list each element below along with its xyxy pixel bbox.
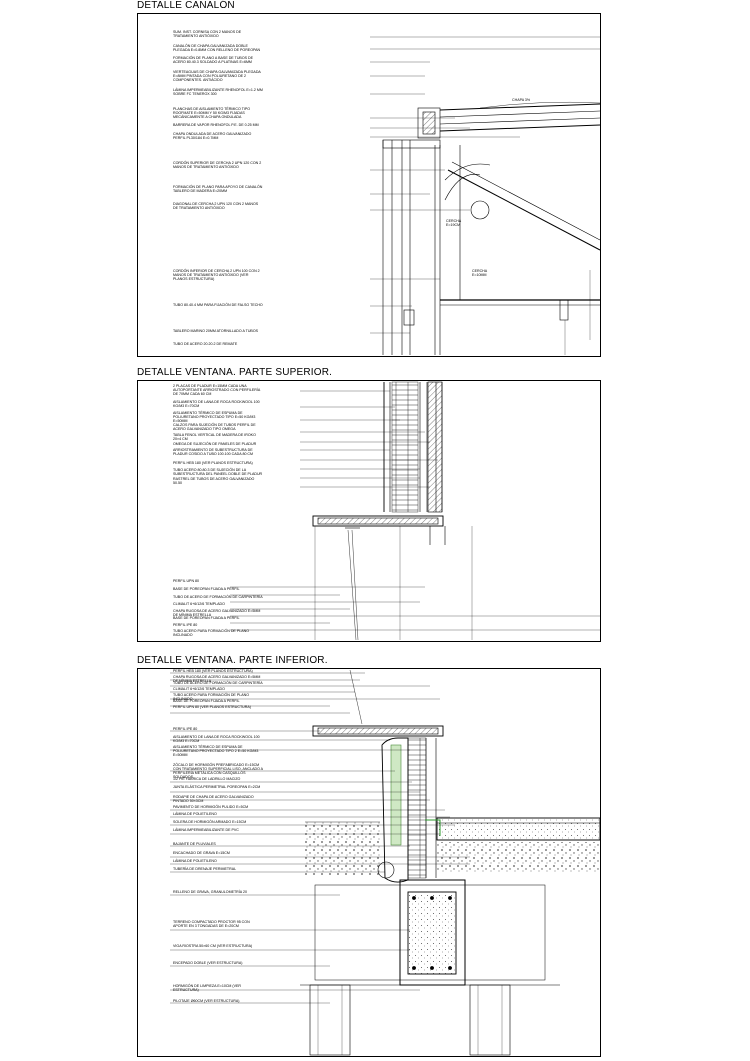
annotation-label: Omega de sujeción de paneles de pladur [173,442,257,446]
annotation-label: Tubo acero para formación de plano incli… [173,629,250,637]
annotation-label: Chapa rugosa de acero galvanizado e=5mm … [173,609,261,617]
annotation-label: Perfil UPN 80 [173,579,200,583]
annotation-label: 1/2 pie fabrica de ladrillo macizo [173,777,241,781]
annotation-label: Barrera de vapor rhenofol p.e. de 0.25 m… [173,123,259,127]
annotation-label: Perfil IPE 80 [173,727,198,731]
canalon-drawing [370,36,601,355]
annotation-label: 2 placas de pladur e=15mm cada una autop… [173,384,261,396]
ventana-superior-drawing [230,381,600,641]
annotation-label: Tubería de drenaje perimetral [173,867,237,871]
annotation-label: Solera de hormigón armado e=15cm [173,820,247,824]
annotation-label: Terreno compactado proctor 95 con aporte… [173,920,250,928]
note-chapa-slope: CHAPA 3% [512,98,531,102]
annotation-label: Perfil IPE 80 [173,623,198,627]
annotation-label: Tubo de acero de formación de carpinterí… [173,681,263,685]
annotation-label: Tablero marino 20mm atornillado a tubos [173,329,259,333]
section-title-ventana-inferior: DETALLE VENTANA. PARTE INFERIOR. [137,655,328,666]
annotation-label: Chapa ondulada de acero galvanizado perf… [173,132,252,140]
annotation-label: Pavimento de hormigón pulido e=5cm [173,805,249,809]
annotation-label: Lámina de polietileno [173,812,217,816]
annotation-label: Cordón inferior de cercha 2 UPN 100 con … [173,269,260,281]
annotation-label: Viga riostra 50×60 cm (ver estructura) [173,944,253,948]
section-title-canalon: DETALLE CANALÓN [137,0,235,11]
annotation-label: Canalón de chapa galvanizada doble plega… [173,44,261,52]
annotation-label: Tubo 80.40.4 mm para fijación de falso t… [173,303,263,307]
annotation-label: Formación de plano para apoyo de canalón… [173,185,263,193]
annotation-label: Encachado de grava e=15cm [173,851,230,855]
annotation-label: Junta elástica perimetral poreopan e=2cm [173,785,261,789]
annotation-label: Diagonal de cercha 2 UPN 120 con 2 manos… [173,202,259,210]
annotation-label: Arriostramiento de subestructura de plad… [173,448,254,456]
annotation-label: Aislamiento de lana de roca rockwool 100… [173,735,260,743]
annotation-label: Chapa rugosa de acero galvanizado e=5mm … [173,675,261,683]
note-cercha-2: CERCHA e=10mm [472,269,487,277]
annotation-label: Tubo acero 80.80.3 de sujeción de la sub… [173,468,263,476]
annotation-label: Cordón superior de cercha 2 UPN 120 con … [173,161,262,169]
annotation-label: Vierteaguas de chapa galvanizada plegada… [173,70,261,82]
annotation-label: Tubo de acero 20.20.2 de remate [173,342,238,346]
annotation-label: Base de poreopan fijada a perfil [173,587,240,591]
annotation-label: Climalit 6+6/12/6 templado [173,602,225,606]
annotation-label: Aislamiento de lana de roca rockwool 100… [173,400,260,408]
annotation-label: Lámina impermeabilizante de PVC [173,828,239,832]
detail-frame-ventana-inferior [137,668,601,1057]
annotation-label: Lámina impermeabilizante rhenofol e=1.2 … [173,88,263,96]
annotation-label: Pilotaje Ø60cm (ver estructura) [173,999,240,1003]
section-title-ventana-superior: DETALLE VENTANA. PARTE SUPERIOR. [137,367,333,378]
annotation-label: Calzos para sujeción de tubos perfil de … [173,423,256,431]
annotation-label: Base de poreopan fijada a perfil [173,699,240,703]
detail-frame-canalon [137,13,601,357]
annotation-label: Bajante de pluviales [173,842,216,846]
annotation-label: Zócalo de hormigón prefabricado e=15cm c… [173,763,263,779]
annotation-label: Rastrel de tubos de acero galvanizado 50… [173,477,255,485]
annotation-label: Perfil HEB 180 (ver planos estructura) [173,669,253,673]
annotation-label: Sum. inst. cornisa con 2 manos de tratam… [173,30,242,38]
annotation-label: Base de poreopan fijada a perfil [173,616,240,620]
note-cercha-1: CERCHA e=19cm [446,219,461,227]
annotation-label: Tabla fenol vertical de madera de iroko … [173,433,256,441]
annotation-label: Lámina de polietileno [173,859,217,863]
annotation-label: Planchas de aislamiento térmico tipo roo… [173,107,251,119]
annotation-label: Perfil UPN 80 (ver planos estructura) [173,705,251,709]
annotation-label: Climalit 6+6/12/6 templado [173,687,225,691]
annotation-label: Perfil HEB 180 (ver planos estructura) [173,461,253,465]
annotation-label: Encepado doble (ver estructura) [173,961,243,965]
ventana-inferior-drawing [170,669,601,1056]
detail-frame-ventana-superior [137,380,601,642]
annotation-label: Aislamiento térmico de espuma de poliure… [173,745,259,757]
annotation-label: Aislamiento térmico de espuma de poliure… [173,411,256,423]
annotation-label: Rodapie de chapa de acero galvanizado pi… [173,795,254,803]
annotation-label: Relleno de grava, granulometría 20 [173,890,247,894]
annotation-label: Tubo de acero de formación de carpinterí… [173,595,263,599]
annotation-label: Formación de plano a base de tubos de ac… [173,56,254,64]
